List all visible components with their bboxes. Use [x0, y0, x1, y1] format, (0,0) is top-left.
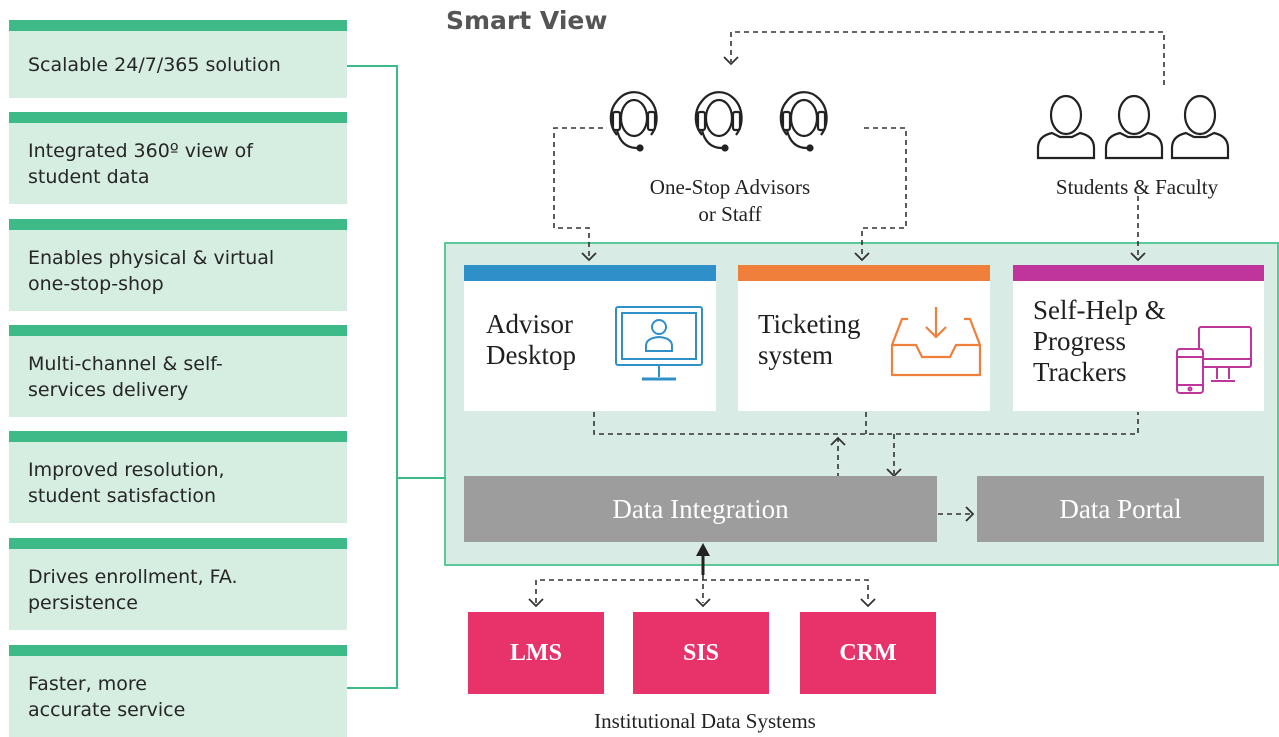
- sis-box: SIS: [633, 612, 769, 694]
- headset-icon: [609, 91, 658, 152]
- ticketing-card-bar: [738, 265, 990, 281]
- students-label: Students & Faculty: [1055, 175, 1219, 199]
- benefit-label: Drives enrollment, FA. persistence: [28, 565, 238, 614]
- benefit-label: Integrated 360º view of student data: [28, 139, 253, 188]
- person-icon: [1036, 94, 1096, 160]
- advisor-desktop-card: Advisor Desktop: [464, 265, 716, 411]
- advisor-card-line: Advisor: [486, 309, 573, 339]
- benefit-item: Scalable 24/7/365 solution: [9, 20, 347, 98]
- self-help-card-line: Self-Help &: [1033, 295, 1166, 325]
- advisor-card-line: Desktop: [486, 340, 576, 370]
- data-portal-box: Data Portal: [977, 476, 1264, 542]
- benefit-label: Enables physical & virtual one-stop-shop: [28, 246, 275, 295]
- benefit-label: Improved resolution, student satisfactio…: [28, 458, 225, 507]
- self-help-card-label: Self-Help & Progress Trackers: [1033, 295, 1166, 388]
- advisors-label: One-Stop Advisors or Staff: [600, 174, 860, 228]
- benefit-item: Enables physical & virtual one-stop-shop: [9, 219, 347, 311]
- benefit-item: Faster, more accurate service: [9, 645, 347, 737]
- person-icon: [1170, 94, 1230, 160]
- self-help-card-bar: [1013, 265, 1264, 281]
- benefit-item: Integrated 360º view of student data: [9, 112, 347, 204]
- benefit-label: Multi-channel & self-services delivery: [28, 352, 223, 401]
- ticketing-card-label: Ticketing system: [758, 309, 861, 371]
- headset-icon: [779, 91, 828, 152]
- inbox-download-icon: [890, 307, 982, 377]
- ticketing-card-line: Ticketing: [758, 309, 861, 339]
- lms-box: LMS: [468, 612, 604, 694]
- systems-caption: Institutional Data Systems: [594, 709, 816, 733]
- devices-icon: [1176, 326, 1252, 394]
- crm-box: CRM: [800, 612, 936, 694]
- ticketing-card-line: system: [758, 340, 834, 370]
- ticketing-card: Ticketing system: [738, 265, 990, 411]
- benefit-label: Scalable 24/7/365 solution: [28, 53, 281, 76]
- advisor-card-bar: [464, 265, 716, 281]
- advisors-label-line: One-Stop Advisors: [649, 175, 811, 199]
- advisors-label-line: or Staff: [698, 202, 762, 226]
- person-icon: [1104, 94, 1164, 160]
- monitor-user-icon: [615, 306, 703, 381]
- benefit-item: Drives enrollment, FA. persistence: [9, 538, 347, 630]
- self-help-card: Self-Help & Progress Trackers: [1013, 265, 1264, 411]
- headset-icon: [694, 91, 743, 152]
- benefit-item: Multi-channel & self-services delivery: [9, 325, 347, 417]
- self-help-card-line: Progress: [1033, 326, 1126, 356]
- advisor-card-label: Advisor Desktop: [486, 309, 576, 371]
- benefit-label: Faster, more accurate service: [28, 672, 186, 721]
- benefit-item: Improved resolution, student satisfactio…: [9, 431, 347, 523]
- data-integration-box: Data Integration: [464, 476, 937, 542]
- diagram-title: Smart View: [446, 6, 608, 35]
- self-help-card-line: Trackers: [1033, 357, 1127, 387]
